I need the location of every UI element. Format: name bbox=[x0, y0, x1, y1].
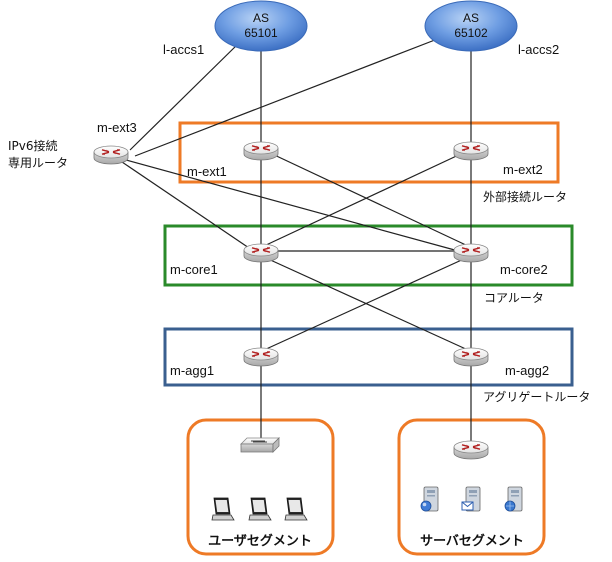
laptop-icon bbox=[284, 497, 308, 521]
link-ext3-core1 bbox=[121, 161, 253, 251]
laptop-icon bbox=[248, 497, 272, 521]
server-segment-label: サーバセグメント bbox=[420, 533, 524, 549]
links bbox=[121, 37, 472, 444]
ipv6-router-desc-line2: 専用ルータ bbox=[8, 156, 68, 170]
as-65101-line2: 65101 bbox=[244, 26, 278, 40]
router-m-ext2 bbox=[453, 141, 489, 161]
link-core2-agg1 bbox=[263, 257, 467, 351]
link-as2-ext3 bbox=[134, 37, 441, 157]
server-icon bbox=[420, 486, 439, 512]
mail-server-icon bbox=[461, 486, 481, 512]
label-m-ext2: m-ext2 bbox=[503, 162, 543, 177]
web-server-icon bbox=[504, 486, 523, 512]
router-m-core1 bbox=[243, 243, 279, 263]
link-ext1-core2 bbox=[267, 151, 469, 247]
router-m-agg2 bbox=[453, 347, 489, 367]
as-65102-cloud: AS 65102 bbox=[424, 0, 518, 52]
link-as1-ext3 bbox=[129, 41, 241, 151]
label-m-agg2: m-agg2 bbox=[505, 363, 549, 378]
laptop-icon bbox=[211, 497, 235, 521]
label-m-core1: m-core1 bbox=[170, 262, 218, 277]
aggregate-router-group-label: アグリゲートルータ bbox=[483, 390, 590, 404]
label-m-core2: m-core2 bbox=[500, 262, 548, 277]
ipv6-router-desc-line1: IPv6接続 bbox=[8, 138, 58, 153]
as-65102-line2: 65102 bbox=[454, 26, 488, 40]
label-m-agg1: m-agg1 bbox=[170, 363, 214, 378]
aggregate-router-group-box bbox=[163, 327, 574, 387]
as-65102-line1: AS bbox=[463, 11, 479, 25]
link-ext3-core2 bbox=[125, 159, 463, 253]
router-m-agg1 bbox=[243, 347, 279, 367]
label-m-ext3: m-ext3 bbox=[97, 120, 137, 135]
label-m-ext1: m-ext1 bbox=[187, 164, 227, 179]
link-ext2-core1 bbox=[263, 151, 466, 247]
router-m-ext3 bbox=[93, 145, 129, 165]
router-server-segment bbox=[453, 440, 489, 460]
as-65101-cloud: AS 65101 bbox=[214, 0, 308, 52]
l-accs1-label: l-accs1 bbox=[163, 42, 204, 57]
core-router-group-label: コアルータ bbox=[484, 291, 544, 305]
router-m-core2 bbox=[453, 243, 489, 263]
external-router-group-label: 外部接続ルータ bbox=[483, 189, 567, 204]
l-accs2-label: l-accs2 bbox=[518, 42, 559, 57]
user-segment-label: ユーザセグメント bbox=[208, 533, 312, 549]
external-router-group-box bbox=[178, 121, 560, 184]
link-core1-agg2 bbox=[265, 257, 469, 351]
router-m-ext1 bbox=[243, 141, 279, 161]
as-65101-line1: AS bbox=[253, 11, 269, 25]
switch-icon bbox=[240, 437, 280, 453]
